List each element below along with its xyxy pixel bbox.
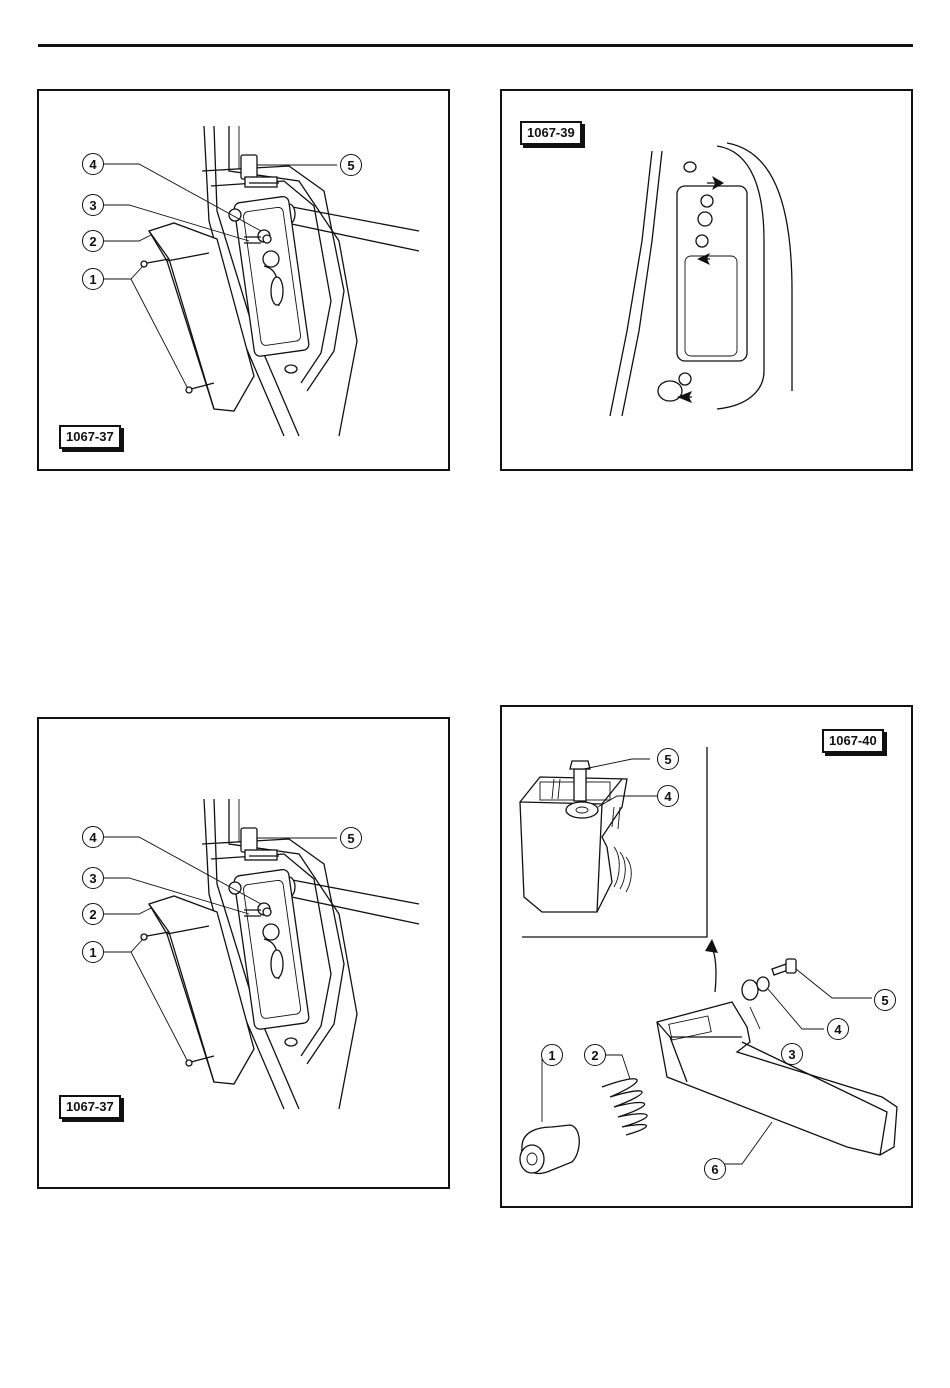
top-rule	[38, 44, 913, 47]
callout-2: 2	[82, 903, 104, 925]
figure-panel-1067-37-bottom: 4 3 2 1 5 1067-37	[37, 717, 450, 1189]
callout-4: 4	[82, 826, 104, 848]
grab-handle-exploded-drawing	[502, 707, 911, 1206]
figure-label: 1067-37	[59, 425, 121, 449]
callout-4: 4	[827, 1018, 849, 1040]
callout-1: 1	[541, 1044, 563, 1066]
figure-label: 1067-37	[59, 1095, 121, 1119]
callout-1: 1	[82, 941, 104, 963]
figure-panel-1067-37-top: 4 3 2 1 5 1067-37	[37, 89, 450, 471]
figure-panel-1067-39: 1067-39	[500, 89, 913, 471]
callout-5: 5	[874, 989, 896, 1011]
callout-5: 5	[340, 827, 362, 849]
callout-2: 2	[584, 1044, 606, 1066]
callout-2: 2	[82, 230, 104, 252]
figure-label: 1067-40	[822, 729, 884, 753]
callout-6: 6	[704, 1158, 726, 1180]
callout-3: 3	[82, 867, 104, 889]
callout-1: 1	[82, 268, 104, 290]
callout-4: 4	[82, 153, 104, 175]
door-frame-screws-drawing	[502, 91, 911, 469]
figure-label: 1067-39	[520, 121, 582, 145]
callout-3: 3	[781, 1043, 803, 1065]
figure-panel-1067-40: 5 4 1 2 3 4 5 6 1067-40	[500, 705, 913, 1208]
callout-inset-4: 4	[657, 785, 679, 807]
callout-inset-5: 5	[657, 748, 679, 770]
callout-5: 5	[340, 154, 362, 176]
callout-3: 3	[82, 194, 104, 216]
